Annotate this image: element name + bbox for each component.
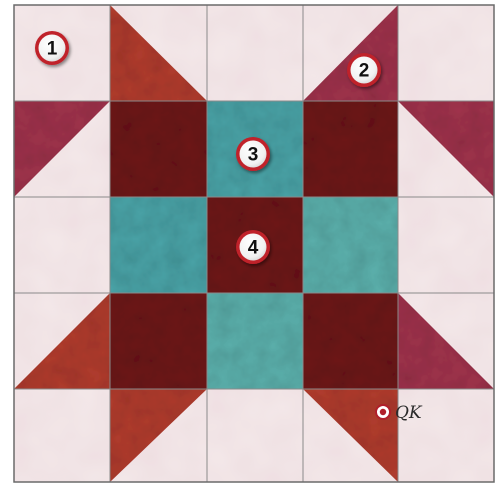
badge-number: 2 (359, 61, 370, 82)
number-badge-1: 1 (35, 31, 69, 65)
turquoise-patch (303, 197, 398, 293)
number-badge-2: 2 (347, 53, 381, 87)
background-patch (14, 389, 110, 482)
background-patch (207, 5, 303, 101)
background-patch (207, 389, 303, 482)
badge-number: 1 (47, 39, 58, 60)
watermark-text: QK (395, 403, 423, 423)
badge-number: 4 (248, 238, 259, 259)
turquoise-patch (207, 293, 303, 389)
background-patch (398, 5, 494, 101)
background-patch (398, 197, 494, 293)
number-badge-4: 4 (236, 230, 270, 264)
background-patch (14, 197, 110, 293)
dark-red-patch (110, 101, 207, 197)
dark-red-patch (303, 293, 398, 389)
dark-red-patch (110, 293, 207, 389)
badge-number: 3 (248, 145, 259, 166)
turquoise-patch (110, 197, 207, 293)
dark-red-patch (303, 101, 398, 197)
number-badge-3: 3 (236, 137, 270, 171)
copyright-icon (376, 405, 390, 419)
